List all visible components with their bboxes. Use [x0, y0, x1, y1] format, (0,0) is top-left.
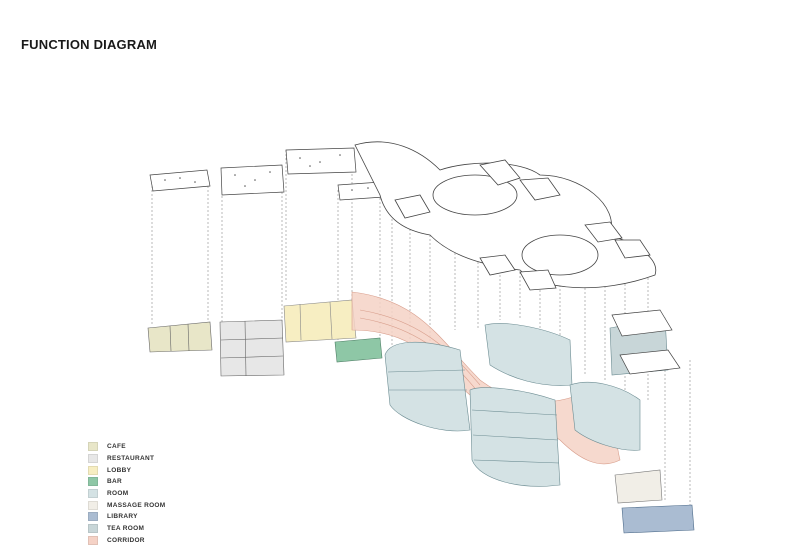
legend-label: ROOM [107, 490, 128, 497]
legend-label: TEA ROOM [107, 525, 144, 532]
legend-item-library: LIBRARY [88, 511, 166, 523]
legend-item-massage-room: MASSAGE ROOM [88, 499, 166, 511]
legend-swatch [88, 454, 98, 463]
cafe-block [148, 322, 212, 352]
legend-item-lobby: LOBBY [88, 464, 166, 476]
room-wing-1 [385, 342, 470, 431]
legend-swatch [88, 501, 98, 510]
legend-item-corridor: CORRIDOR [88, 535, 166, 547]
legend-swatch [88, 489, 98, 498]
roof-slabs [150, 148, 384, 200]
library-block [622, 505, 694, 533]
legend-item-restaurant: RESTAURANT [88, 453, 166, 465]
legend-swatch [88, 512, 98, 521]
legend-swatch [88, 466, 98, 475]
legend-label: LIBRARY [107, 513, 138, 520]
legend-label: RESTAURANT [107, 455, 154, 462]
bar-block [335, 338, 382, 362]
legend-item-cafe: CAFE [88, 441, 166, 453]
restaurant-block [220, 320, 284, 376]
legend-label: BAR [107, 478, 122, 485]
lobby-block [284, 300, 356, 342]
room-wing-2 [470, 388, 560, 487]
legend: CAFE RESTAURANT LOBBY BAR ROOM MASSAGE R… [88, 441, 166, 546]
massage-room-block [615, 470, 662, 503]
legend-label: CAFE [107, 443, 126, 450]
legend-swatch [88, 536, 98, 545]
legend-swatch [88, 442, 98, 451]
legend-item-room: ROOM [88, 488, 166, 500]
legend-swatch [88, 524, 98, 533]
legend-item-tea-room: TEA ROOM [88, 523, 166, 535]
legend-item-bar: BAR [88, 476, 166, 488]
legend-label: MASSAGE ROOM [107, 502, 166, 509]
legend-label: LOBBY [107, 467, 131, 474]
legend-label: CORRIDOR [107, 537, 145, 544]
upper-roof-outline [355, 142, 656, 290]
legend-swatch [88, 477, 98, 486]
